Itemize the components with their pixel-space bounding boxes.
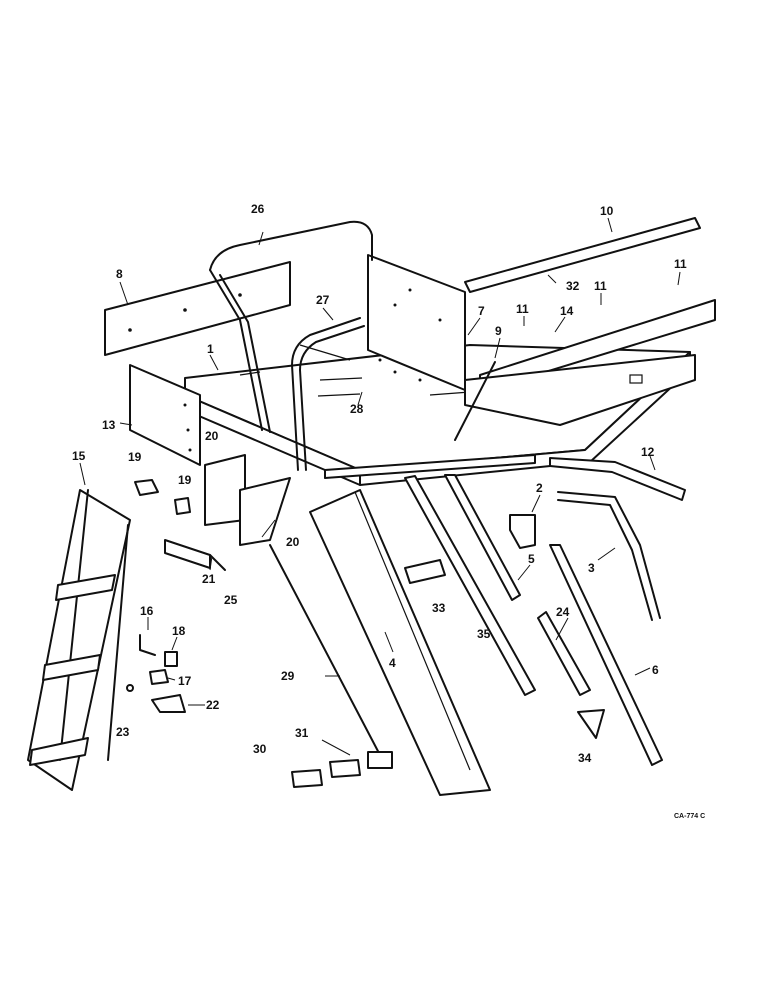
callout-23: 23 [116, 725, 130, 739]
strut-35 [404, 475, 536, 696]
pad-31 [329, 759, 361, 778]
hinge-21 [164, 539, 211, 569]
callout-22: 22 [206, 698, 220, 712]
callout-33: 33 [432, 601, 446, 615]
callout-19-b: 19 [178, 473, 192, 487]
callout-25: 25 [224, 593, 238, 607]
ladder [27, 489, 131, 791]
bracket-2 [509, 514, 536, 549]
lever-22 [151, 694, 186, 713]
block-33 [404, 559, 446, 584]
callout-28: 28 [350, 402, 364, 416]
callout-24: 24 [556, 605, 570, 619]
callout-21: 21 [202, 572, 216, 586]
brace-rod [454, 361, 496, 441]
clip-19-upper [134, 479, 159, 496]
callout-11-b: 11 [594, 279, 607, 293]
callout-15: 15 [72, 449, 86, 463]
callout-12: 12 [641, 445, 655, 459]
pad-30 [291, 769, 323, 788]
rear-panel [104, 261, 291, 356]
spring-18 [164, 651, 178, 667]
diagonal-brace [549, 457, 686, 501]
latch-17 [149, 669, 169, 685]
callout-31: 31 [295, 726, 309, 740]
callout-17: 17 [178, 674, 192, 688]
callout-9: 9 [495, 324, 502, 338]
callout-6: 6 [652, 663, 659, 677]
callout-4: 4 [389, 656, 396, 670]
callout-14: 14 [560, 304, 574, 318]
callout-26: 26 [251, 202, 265, 216]
washer-23 [126, 684, 134, 692]
side-sheet [309, 489, 491, 796]
callout-11-a: 11 [516, 302, 529, 316]
gusset-34 [577, 709, 605, 739]
side-frame-member [464, 354, 696, 426]
figure-code: CA-774 C [674, 813, 705, 820]
latch-rod-16 [139, 634, 156, 656]
callout-20-b: 20 [286, 535, 300, 549]
callout-20-a: 20 [205, 429, 219, 443]
handrail-front [291, 317, 365, 471]
handrail-rear [209, 220, 373, 433]
callout-10: 10 [600, 204, 614, 218]
rod-29 [269, 544, 393, 769]
callout-34: 34 [578, 751, 592, 765]
callout-32: 32 [566, 279, 580, 293]
callout-1: 1 [207, 342, 214, 356]
cross-strut [324, 454, 536, 479]
callout-35: 35 [477, 627, 491, 641]
gusset-20-lower [239, 477, 291, 546]
callout-30: 30 [253, 742, 267, 756]
callout-13: 13 [102, 418, 116, 432]
callout-5: 5 [528, 552, 535, 566]
callout-18: 18 [172, 624, 186, 638]
angle-rail-top [464, 217, 701, 293]
pin-25 [209, 554, 226, 571]
bent-support [557, 491, 661, 621]
callout-19-a: 19 [128, 450, 142, 464]
callout-27: 27 [316, 293, 330, 307]
callout-29: 29 [281, 669, 295, 683]
callout-labels: 1 2 3 4 5 6 7 8 9 10 11 11 11 12 13 14 1… [72, 202, 687, 765]
callout-2: 2 [536, 481, 543, 495]
strut-6 [549, 544, 663, 766]
callout-16: 16 [140, 604, 154, 618]
strut-5 [444, 474, 521, 601]
clip-19-lower [174, 497, 191, 515]
callout-11-c: 11 [674, 257, 687, 271]
callout-8: 8 [116, 267, 123, 281]
plate-24 [537, 611, 591, 696]
side-panel [129, 364, 201, 466]
callout-7: 7 [478, 304, 485, 318]
callout-3: 3 [588, 561, 595, 575]
leader-lines [79, 217, 681, 756]
